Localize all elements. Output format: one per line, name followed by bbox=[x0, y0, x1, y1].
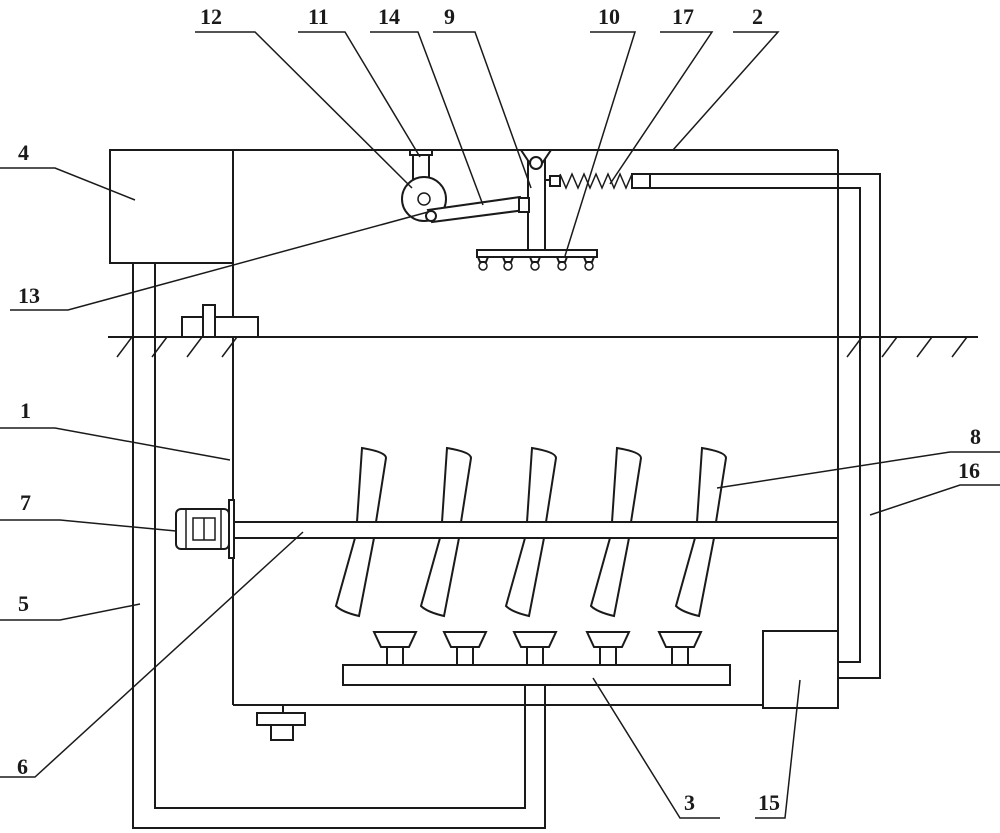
pump-box bbox=[762, 630, 839, 709]
label-4: 4 bbox=[18, 140, 29, 165]
label-8: 8 bbox=[970, 424, 981, 449]
stirring-shaft bbox=[234, 521, 838, 539]
label-3: 3 bbox=[684, 790, 695, 815]
tank-body bbox=[232, 150, 763, 706]
label-7: 7 bbox=[20, 490, 31, 515]
label-14: 14 bbox=[378, 4, 400, 29]
stirring-blades bbox=[334, 446, 728, 618]
part-labels: 4 1 7 5 6 13 12 11 14 9 10 17 2 8 16 3 1… bbox=[17, 4, 981, 815]
ground-bracket bbox=[181, 304, 259, 338]
top-spray-head bbox=[476, 249, 598, 271]
label-9: 9 bbox=[444, 4, 455, 29]
motor bbox=[175, 499, 235, 559]
right-pipe bbox=[650, 173, 881, 679]
label-13: 13 bbox=[18, 283, 40, 308]
label-1: 1 bbox=[20, 398, 31, 423]
left-pipe bbox=[132, 263, 546, 829]
label-5: 5 bbox=[18, 591, 29, 616]
label-17: 17 bbox=[672, 4, 694, 29]
label-11: 11 bbox=[308, 4, 329, 29]
leader-lines bbox=[0, 31, 1000, 819]
label-6: 6 bbox=[17, 754, 28, 779]
bottom-nozzle-manifold bbox=[342, 631, 731, 686]
drain-valve bbox=[256, 705, 306, 741]
spring bbox=[549, 172, 651, 190]
label-15: 15 bbox=[758, 790, 780, 815]
label-12: 12 bbox=[200, 4, 222, 29]
control-box bbox=[109, 149, 234, 264]
cam-mechanism bbox=[401, 176, 530, 224]
label-16: 16 bbox=[958, 458, 980, 483]
label-2: 2 bbox=[752, 4, 763, 29]
label-10: 10 bbox=[598, 4, 620, 29]
ground-line bbox=[108, 336, 978, 358]
